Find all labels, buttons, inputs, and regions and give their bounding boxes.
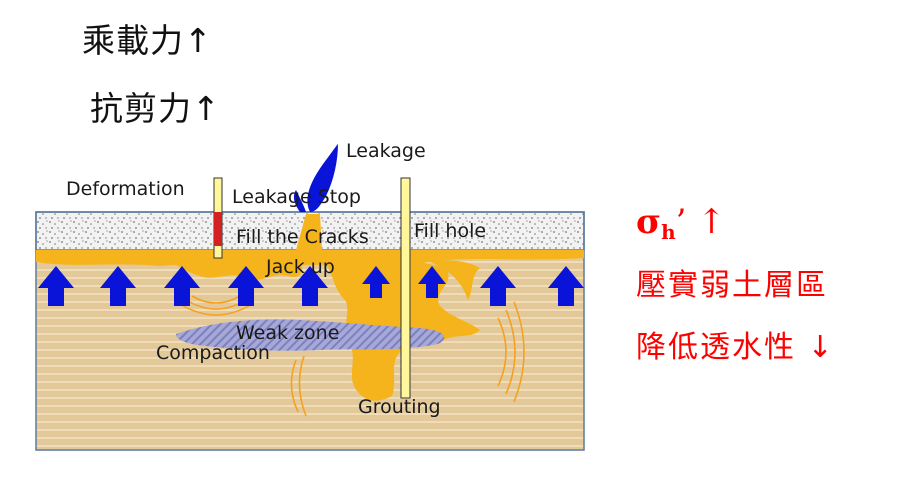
sigma-symbol: σ [636, 202, 662, 242]
weak-zone-label: Weak zone [236, 322, 340, 344]
compaction-label: Compaction [156, 342, 270, 364]
leakage-label: Leakage [346, 140, 426, 162]
up-arrow-icon [418, 266, 446, 298]
jack-up-label: Jack up [266, 256, 335, 278]
deformation-bar [214, 212, 222, 246]
up-arrow-icon [548, 266, 584, 306]
reduce-permeability-text: 降低透水性 ↓ [636, 330, 835, 365]
up-arrow-icon [38, 266, 74, 306]
up-arrow-icon [292, 266, 328, 306]
weak-zone [176, 319, 445, 351]
grout-vein [430, 260, 480, 300]
grouting-label: Grouting [358, 396, 441, 418]
sigma-subscript: h [661, 220, 676, 244]
up-arrow-icon [228, 266, 264, 306]
grout-crack-fill [296, 214, 322, 250]
jack-up-arrows [38, 266, 584, 306]
grouting-pipe [400, 177, 411, 399]
deformation-label: Deformation [66, 178, 185, 200]
fill-hole-label: Fill hole [414, 220, 487, 242]
up-arrow-icon [100, 266, 136, 306]
leakage-plume-secondary [293, 190, 306, 212]
fill-cracks-label: Fill the Cracks [236, 226, 369, 248]
shear-strength-heading: 抗剪力↑ [90, 89, 221, 128]
compaction-waves-bottom [290, 355, 307, 417]
up-arrow-icon [362, 266, 390, 298]
compaction-waves-right [497, 301, 525, 403]
leakage-stop-label: Leakage Stop [232, 186, 361, 208]
bearing-capacity-heading: 乘載力↑ [82, 21, 213, 60]
sigma-prime-arrow: ’ ↑ [675, 202, 726, 242]
leakage-plume-icon [307, 144, 338, 212]
horizontal-stress-increase: σh’ ↑ [636, 202, 726, 244]
grout-patch-left [160, 258, 302, 280]
compact-weak-soil-text: 壓實弱土層區 [636, 268, 828, 303]
up-arrow-icon [164, 266, 200, 306]
up-arrow-icon [480, 266, 516, 306]
